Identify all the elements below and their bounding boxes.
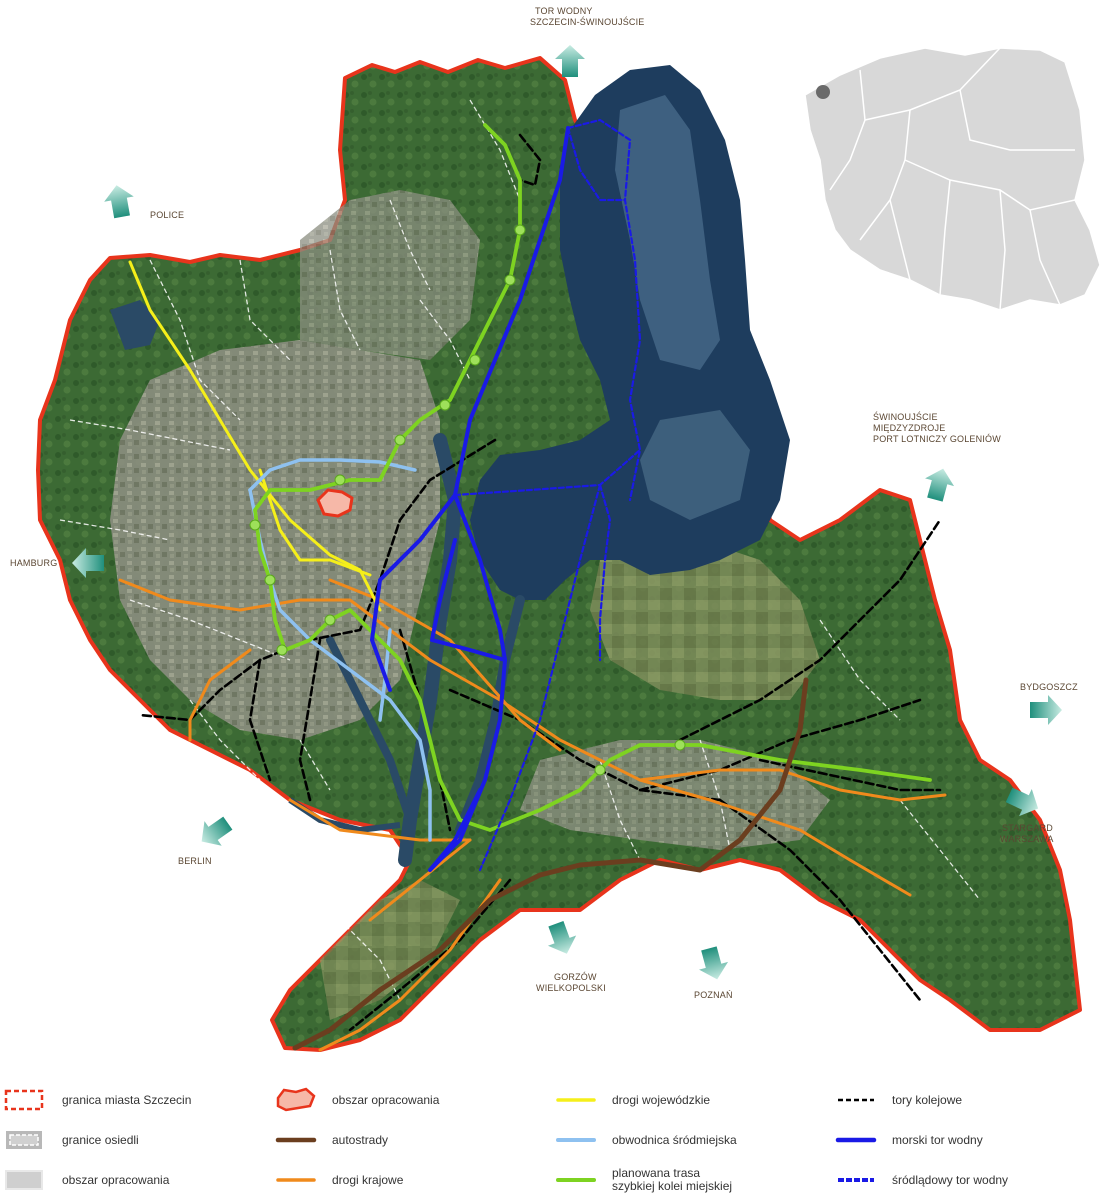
study-area-outline [316,488,354,518]
river-west-odra [326,636,414,824]
legend-label: obszar opracowania [332,1092,440,1107]
river-odra [398,433,463,867]
river-regalica [455,595,525,835]
legend-label: tory kolejowe [892,1092,963,1107]
national-roads-swatch [276,1178,316,1182]
direction-labels: TOR WODNY SZCZECIN-ŚWINOUJŚCIE POLICE HA… [10,6,1078,1000]
legend-item-motorways: autostrady [270,1126,388,1154]
study-area-red-swatch [276,1087,316,1112]
transport-network [118,118,947,1052]
fast-rail-stations [249,224,686,776]
legend-label: morski tor wodny [892,1132,983,1147]
fields-south [320,880,460,1020]
arrow-police [104,185,134,219]
label-gorzow-2: WIELKOPOLSKI [536,983,606,993]
legend-item-inland-waterway: śródlądowy tor wodny [830,1166,1008,1194]
arrow-poznan [699,946,729,980]
arrow-swinoujscie [925,468,955,502]
water-bodies [110,65,790,867]
arrow-stargard [1005,787,1039,817]
map-legend: granica miasta Szczecin granice osiedli … [0,1080,1105,1202]
legend-label: obszar opracowania [62,1172,170,1187]
lake-west [110,300,160,350]
lake-highlight [615,95,720,370]
inland-waterway-swatch [838,1178,874,1182]
legend-item-inner-ring: obwodnica śródmiejska [550,1126,737,1154]
city-boundary-swatch [4,1089,44,1111]
direction-arrows [72,45,1062,980]
fast-rail-route [249,123,932,832]
label-gorzow-1: GORZÓW [554,972,597,982]
legend-item-district-boundaries: granice osiedli [0,1126,139,1154]
label-swinoujscie-2: MIĘDZYZDROJE [873,423,945,433]
urban-core [110,340,440,740]
label-police: POLICE [150,210,184,220]
legend-item-fast-rail: planowana trasa szybkiej kolei miejskiej [550,1166,732,1194]
legend-item-voivodeship-roads: drogi wojewódzkie [550,1086,710,1114]
arrow-berlin [201,816,233,846]
label-swinoujscie-1: ŚWINOUJŚCIE [873,411,938,422]
label-tor-wodny-2: SZCZECIN-ŚWINOUJŚCIE [530,16,645,27]
label-stargard-2: WARSZAWA [1000,834,1054,844]
sea-waterway-swatch [835,1137,877,1143]
label-stargard-1: STARGARD [1002,823,1053,833]
szczecin-location-marker [816,85,830,99]
label-berlin: BERLIN [178,856,212,866]
fields-east [590,540,820,700]
legend-item-study-area-grey: obszar opracowania [0,1166,169,1194]
district-boundaries [59,99,981,1001]
legend-label: obwodnica śródmiejska [612,1132,737,1147]
national-roads [118,578,947,1052]
arrow-bydgoszcz [1030,695,1062,725]
label-bydgoszcz: BYDGOSZCZ [1020,682,1078,692]
legend-label-line2: szybkiej kolei miejskiej [612,1179,733,1193]
arrow-hamburg [72,548,104,578]
voivodeship-roads-swatch [556,1098,596,1102]
inner-ring-swatch [556,1138,596,1142]
legend-label-line1: planowana trasa [612,1166,701,1180]
legend-label-multiline: planowana trasa szybkiej kolei miejskiej [612,1167,732,1193]
motorway [292,677,809,1051]
urban-north [300,190,480,360]
label-swinoujscie-3: PORT LOTNICZY GOLENIÓW [873,434,1001,444]
legend-label: granica miasta Szczecin [62,1092,192,1107]
legend-label: granice osiedli [62,1132,139,1147]
legend-label: drogi wojewódzkie [612,1092,711,1107]
study-area-grey-swatch [5,1170,43,1190]
lake-highlight-2 [640,410,750,520]
legend-item-study-area-red: obszar opracowania [270,1086,439,1114]
legend-label: śródlądowy tor wodny [892,1172,1009,1187]
legend-item-city-boundary: granica miasta Szczecin [0,1086,191,1114]
poland-voivodeship-lines [829,47,1076,311]
legend-item-sea-waterway: morski tor wodny [830,1126,983,1154]
fast-rail-swatch [556,1178,596,1182]
sea-waterway [370,126,570,872]
district-boundary-swatch [6,1131,42,1149]
arrow-tor-wodny [555,45,585,77]
label-tor-wodny-1: TOR WODNY [535,6,593,16]
inland-waterway [453,118,642,872]
poland-outline [804,47,1101,311]
legend-label: drogi krajowe [332,1172,404,1187]
label-hamburg: HAMBURG [10,558,57,568]
railway-lines [138,133,942,1032]
motorway-swatch [275,1137,317,1143]
voivodeship-roads [128,260,382,612]
legend-item-railways: tory kolejowe [830,1086,962,1114]
inset-map-poland [804,47,1101,311]
railway-swatch [838,1098,874,1102]
legend-item-national-roads: drogi krajowe [270,1166,403,1194]
label-poznan: POZNAŃ [694,990,733,1000]
legend-label: autostrady [332,1132,389,1147]
arrow-gorzow [547,920,577,954]
